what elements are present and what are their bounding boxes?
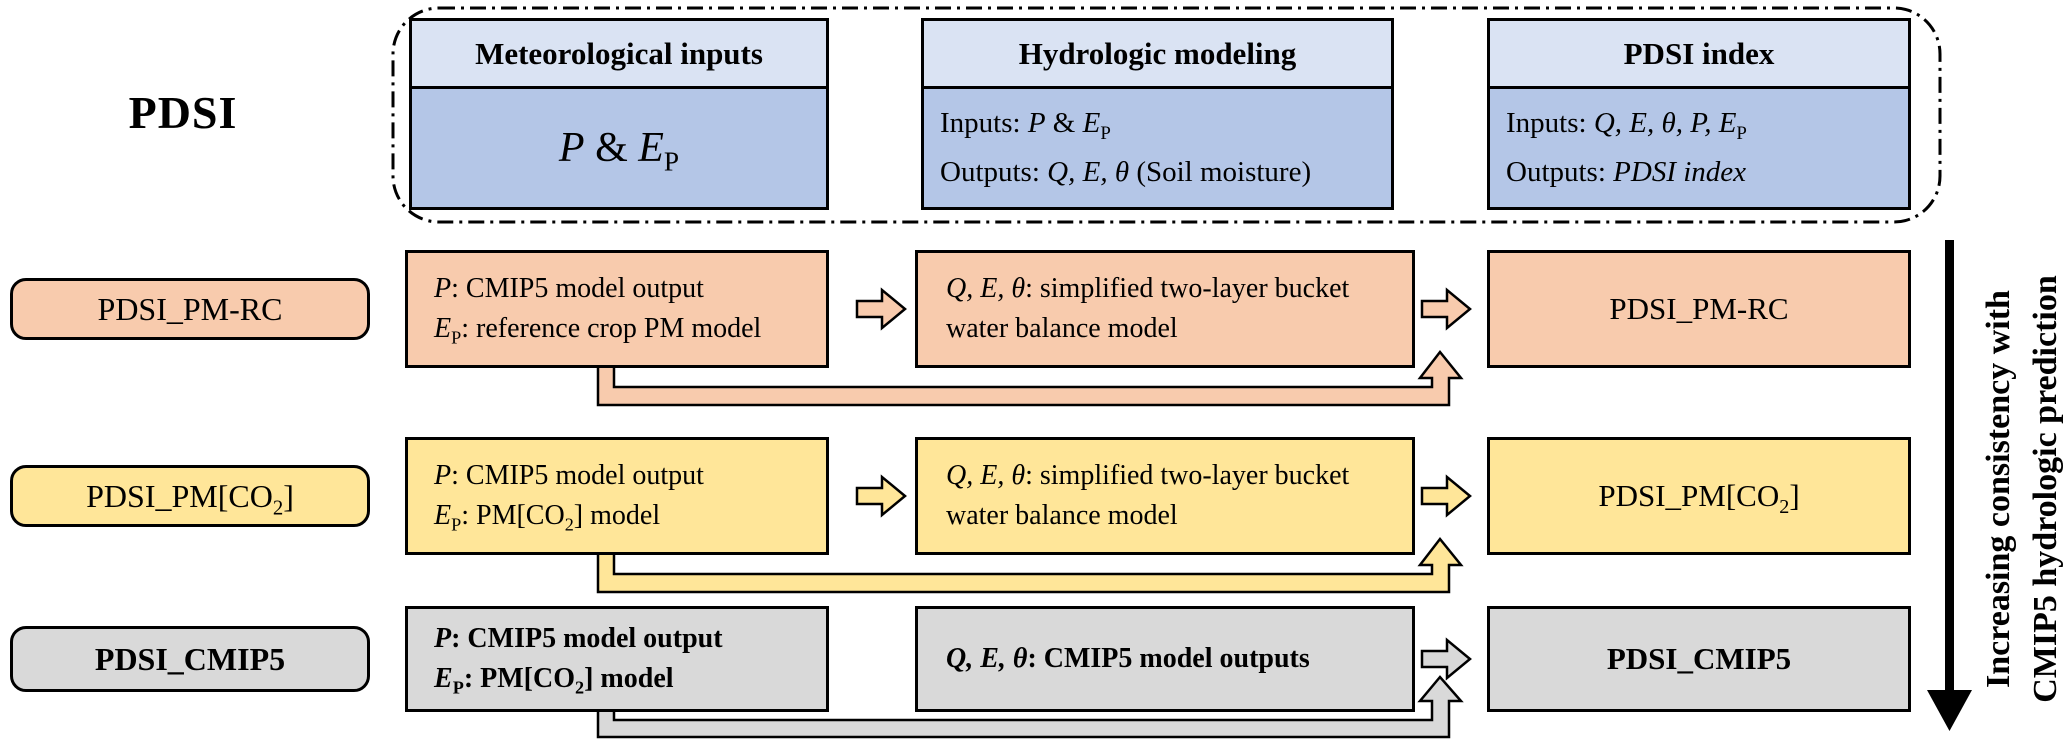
consistency-arrow-shaft	[1945, 240, 1954, 692]
header-body-line: Inputs: Q, E, θ, P, EP	[1506, 107, 1747, 144]
feedback-arrow-icon	[596, 536, 1464, 594]
header-col-pdsi-index: PDSI index Inputs: Q, E, θ, P, EP Output…	[1487, 18, 1911, 210]
feedback-arrow-icon	[596, 675, 1464, 739]
output-box-row1: PDSI_PM-RC	[1487, 250, 1911, 368]
flow-arrow-icon	[855, 287, 907, 331]
output-text: PDSI_PM-RC	[1609, 291, 1789, 326]
hydro-box-row1: Q, E, θ: simplified two-layer bucket wat…	[915, 250, 1415, 368]
flow-arrow-icon	[1420, 474, 1472, 518]
flow-arrow-icon	[1420, 287, 1472, 331]
met-box-row1: P: CMIP5 model output EP: reference crop…	[405, 250, 829, 368]
header-body-line: Outputs: PDSI index	[1506, 156, 1747, 188]
consistency-side-note: Increasing consistency with CMIP5 hydrol…	[1974, 229, 2067, 739]
flow-arrow-icon	[1420, 637, 1472, 681]
feedback-arrow-icon	[596, 349, 1464, 407]
hydro-line: Q, E, θ: simplified two-layer bucket	[946, 460, 1350, 491]
side-note-line: CMIP5 hydrologic prediction	[2027, 275, 2064, 703]
header-body: Inputs: Q, E, θ, P, EP Outputs: PDSI ind…	[1490, 89, 1908, 207]
hydro-line: Q, E, θ: simplified two-layer bucket	[946, 273, 1350, 304]
row-label-pdsi-pm-rc: PDSI_PM-RC	[10, 278, 370, 340]
hydro-line: water balance model	[946, 500, 1178, 531]
dashed-frame	[391, 6, 1942, 224]
output-box-row3: PDSI_CMIP5	[1487, 606, 1911, 712]
hydro-box-row3: Q, E, θ: CMIP5 model outputs	[915, 606, 1415, 712]
consistency-arrow-head-icon	[1927, 690, 1972, 731]
row-label-text: PDSI_PM[CO2]	[86, 477, 294, 519]
header-body: P & EP	[412, 89, 826, 207]
flow-arrow-icon	[855, 474, 907, 518]
header-body: Inputs: P & EP Outputs: Q, E, θ (Soil mo…	[924, 89, 1391, 207]
header-col-hydrologic-modeling: Hydrologic modeling Inputs: P & EP Outpu…	[921, 18, 1394, 210]
header-title: Meteorological inputs	[412, 21, 826, 89]
header-col-meteorological-inputs: Meteorological inputs P & EP	[409, 18, 829, 210]
output-text: PDSI_PM[CO2]	[1598, 478, 1800, 519]
met-line: P: CMIP5 model output	[434, 460, 704, 491]
side-note-line: Increasing consistency with	[1980, 290, 2017, 688]
met-box-row2: P: CMIP5 model output EP: PM[CO2] model	[405, 437, 829, 555]
row-label-text: PDSI_PM-RC	[97, 290, 283, 327]
header-title: PDSI index	[1490, 21, 1908, 89]
met-line: EP: reference crop PM model	[434, 313, 762, 348]
met-box-row3: P: CMIP5 model output EP: PM[CO2] model	[405, 606, 829, 712]
header-body-text: P & EP	[558, 125, 680, 177]
page-title: PDSI	[128, 87, 238, 138]
hydro-line: water balance model	[946, 313, 1178, 344]
met-line: P: CMIP5 model output	[434, 273, 704, 304]
output-text: PDSI_CMIP5	[1606, 641, 1792, 676]
header-body-line: Outputs: Q, E, θ (Soil moisture)	[940, 156, 1312, 188]
row-label-pdsi-cmip5: PDSI_CMIP5	[10, 626, 370, 692]
output-box-row2: PDSI_PM[CO2]	[1487, 437, 1911, 555]
met-line: EP: PM[CO2] model	[434, 663, 674, 698]
row-label-pdsi-pm-co2: PDSI_PM[CO2]	[10, 465, 370, 527]
hydro-line: Q, E, θ: CMIP5 model outputs	[946, 643, 1310, 674]
hydro-box-row2: Q, E, θ: simplified two-layer bucket wat…	[915, 437, 1415, 555]
header-title: Hydrologic modeling	[924, 21, 1391, 89]
row-label-text: PDSI_CMIP5	[94, 640, 286, 677]
header-body-line: Inputs: P & EP	[940, 107, 1111, 144]
met-line: EP: PM[CO2] model	[434, 500, 661, 535]
met-line: P: CMIP5 model output	[434, 623, 723, 654]
